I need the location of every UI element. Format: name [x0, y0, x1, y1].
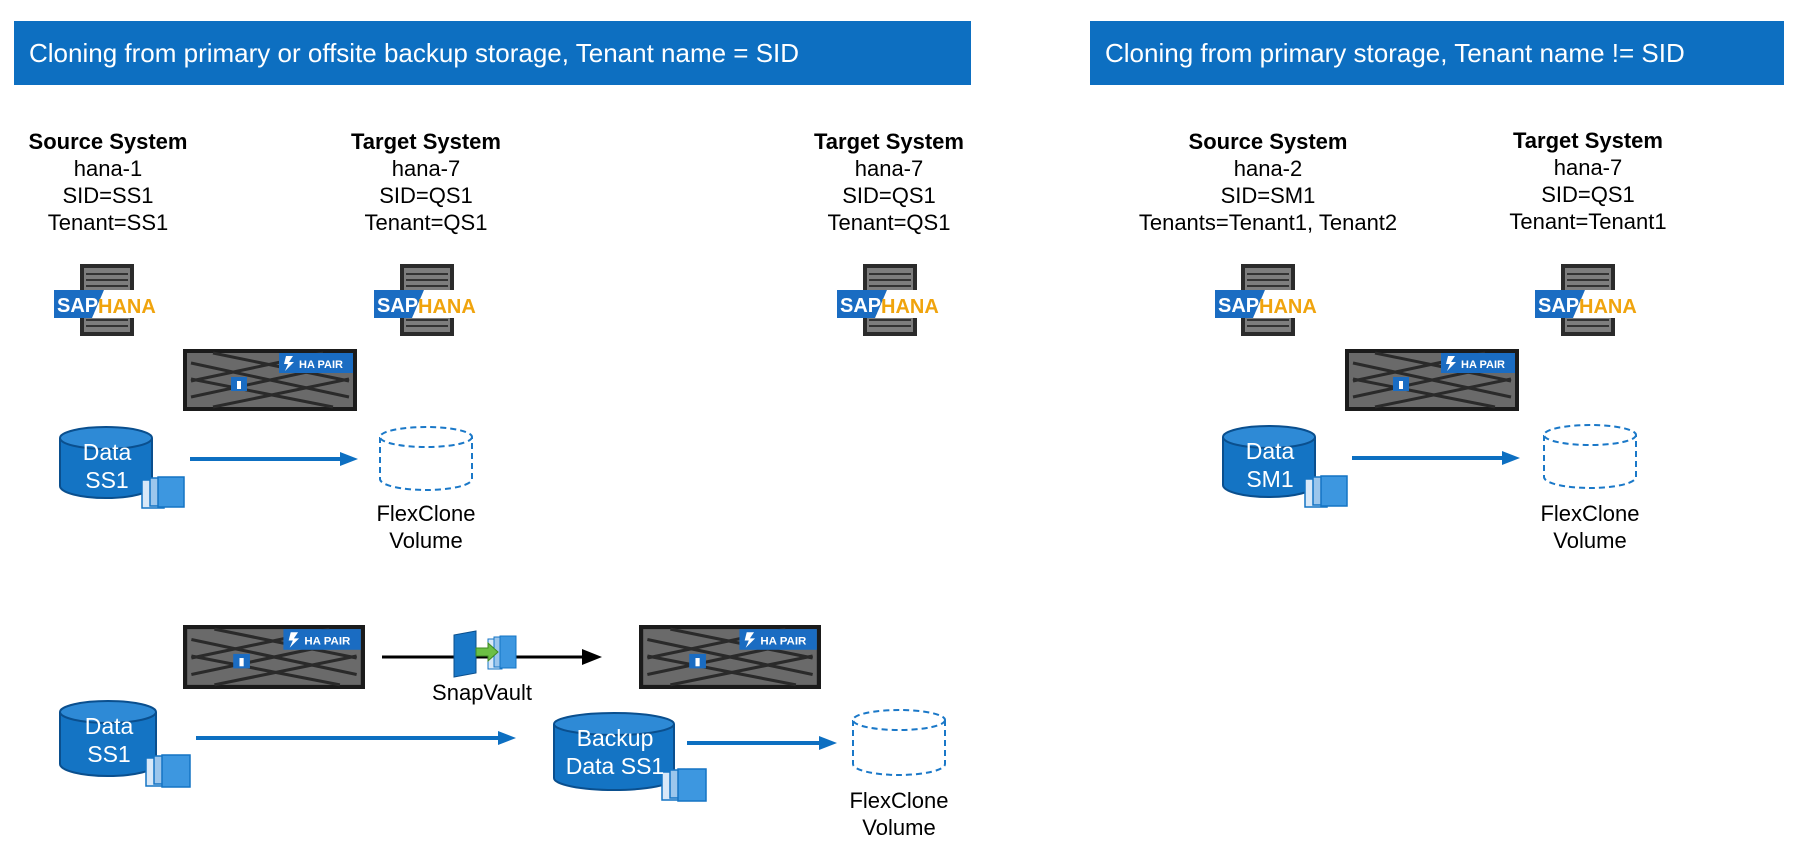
- right-banner: Cloning from primary storage, Tenant nam…: [1090, 21, 1784, 85]
- flexclone-line: FlexClone: [1540, 501, 1640, 526]
- system-sid: SID=QS1: [842, 183, 936, 208]
- volume-label-line: SM1: [1246, 466, 1294, 492]
- system-heading: Source System: [1188, 129, 1348, 154]
- flexclone-line: FlexClone: [849, 788, 949, 813]
- snapvault-arrow: [382, 649, 602, 665]
- flexclone-volume-cylinder: [379, 426, 473, 491]
- system-heading: Source System: [28, 129, 188, 154]
- hana-logo-text: HANA: [881, 296, 939, 318]
- system-tenant: Tenant=QS1: [364, 210, 488, 235]
- data-sm1-label: Data SM1: [1221, 437, 1319, 493]
- ha-pair-storage-icon: HA PAIR: [639, 625, 821, 689]
- system-host: hana-7: [1553, 155, 1623, 180]
- system-sid: SID=QS1: [1541, 182, 1635, 207]
- sap-logo-text: SAP: [377, 295, 418, 317]
- flexclone-volume-cylinder: [1543, 424, 1637, 489]
- sap-hana-server-icon: SAP HANA: [1535, 264, 1641, 336]
- system-sid: SID=QS1: [379, 183, 473, 208]
- system-tenant: Tenant=SS1: [47, 210, 169, 235]
- ha-pair-badge: HA PAIR: [299, 359, 343, 371]
- ha-pair-storage-icon: HA PAIR: [1345, 349, 1519, 411]
- left-banner-title: Cloning from primary or offsite backup s…: [29, 37, 800, 68]
- data-volume-cylinder: [59, 700, 191, 788]
- volume-label-line: Data: [84, 713, 134, 739]
- hana-logo-text: HANA: [1259, 296, 1317, 318]
- system-heading: Target System: [351, 129, 501, 154]
- backup-data-ss1-label: Backup Data SS1: [552, 724, 678, 780]
- ha-pair-badge: HA PAIR: [304, 636, 351, 648]
- clone-arrow: [1352, 451, 1520, 465]
- replication-arrow: [196, 731, 516, 745]
- ha-pair-storage-icon: HA PAIR: [183, 625, 365, 689]
- clone-arrow: [190, 452, 358, 466]
- target-system-hana-7-c: Target System hana-7 SID=QS1 Tenant=Tena…: [1488, 127, 1688, 235]
- system-host: hana-7: [854, 156, 924, 181]
- system-tenant: Tenant=Tenant1: [1509, 209, 1667, 234]
- system-heading: Target System: [814, 129, 964, 154]
- sap-hana-server-icon: SAP HANA: [1215, 264, 1321, 336]
- hana-logo-text: HANA: [98, 296, 156, 318]
- hana-logo-text: HANA: [1579, 296, 1637, 318]
- target-system-hana-7-a: Target System hana-7 SID=QS1 Tenant=QS1: [326, 128, 526, 236]
- system-tenant: Tenant=QS1: [827, 210, 951, 235]
- system-host: hana-2: [1233, 156, 1303, 181]
- left-banner: Cloning from primary or offsite backup s…: [14, 21, 971, 85]
- snapvault-icon: [453, 630, 517, 678]
- flexclone-label: FlexClone Volume: [1510, 500, 1670, 554]
- flexclone-line: Volume: [389, 528, 463, 553]
- flexclone-line: Volume: [862, 815, 936, 840]
- volume-label-line: Data: [1245, 438, 1295, 464]
- flexclone-label: FlexClone Volume: [346, 500, 506, 554]
- volume-label-line: Backup: [576, 725, 654, 751]
- flexclone-label: FlexClone Volume: [819, 787, 979, 841]
- data-volume-cylinder: [1222, 425, 1348, 508]
- volume-label-line: SS1: [87, 741, 131, 767]
- volume-label-line: Data: [82, 439, 132, 465]
- data-volume-cylinder: [59, 426, 185, 509]
- system-host: hana-1: [73, 156, 143, 181]
- sap-hana-server-icon: SAP HANA: [837, 264, 943, 336]
- sap-logo-text: SAP: [1218, 295, 1259, 317]
- volume-label-line: SS1: [85, 467, 129, 493]
- target-system-hana-7-b: Target System hana-7 SID=QS1 Tenant=QS1: [789, 128, 989, 236]
- hana-logo-text: HANA: [418, 296, 476, 318]
- source-system-hana-1: Source System hana-1 SID=SS1 Tenant=SS1: [8, 128, 208, 236]
- clone-arrow: [687, 736, 837, 750]
- sap-logo-text: SAP: [57, 295, 98, 317]
- snapvault-label: SnapVault: [432, 680, 532, 705]
- ha-pair-badge: HA PAIR: [1461, 359, 1505, 371]
- sap-logo-text: SAP: [1538, 295, 1579, 317]
- flexclone-line: Volume: [1553, 528, 1627, 553]
- backup-volume-cylinder: [553, 712, 707, 802]
- data-ss1-label-2: Data SS1: [58, 712, 160, 768]
- flexclone-volume-cylinder: [852, 709, 946, 776]
- source-system-hana-2: Source System hana-2 SID=SM1 Tenants=Ten…: [1118, 128, 1418, 236]
- flexclone-line: FlexClone: [376, 501, 476, 526]
- system-tenant: Tenants=Tenant1, Tenant2: [1138, 210, 1398, 235]
- system-sid: SID=SM1: [1220, 183, 1316, 208]
- sap-logo-text: SAP: [840, 295, 881, 317]
- system-host: hana-7: [391, 156, 461, 181]
- ha-pair-badge: HA PAIR: [760, 636, 807, 648]
- system-heading: Target System: [1513, 128, 1663, 153]
- ha-pair-storage-icon: HA PAIR: [183, 349, 357, 411]
- right-banner-title: Cloning from primary storage, Tenant nam…: [1105, 37, 1685, 68]
- volume-label-line: Data SS1: [565, 753, 665, 779]
- sap-hana-server-icon: SAP HANA: [54, 264, 160, 336]
- sap-hana-server-icon: SAP HANA: [374, 264, 480, 336]
- system-sid: SID=SS1: [62, 183, 154, 208]
- data-ss1-label: Data SS1: [58, 438, 156, 494]
